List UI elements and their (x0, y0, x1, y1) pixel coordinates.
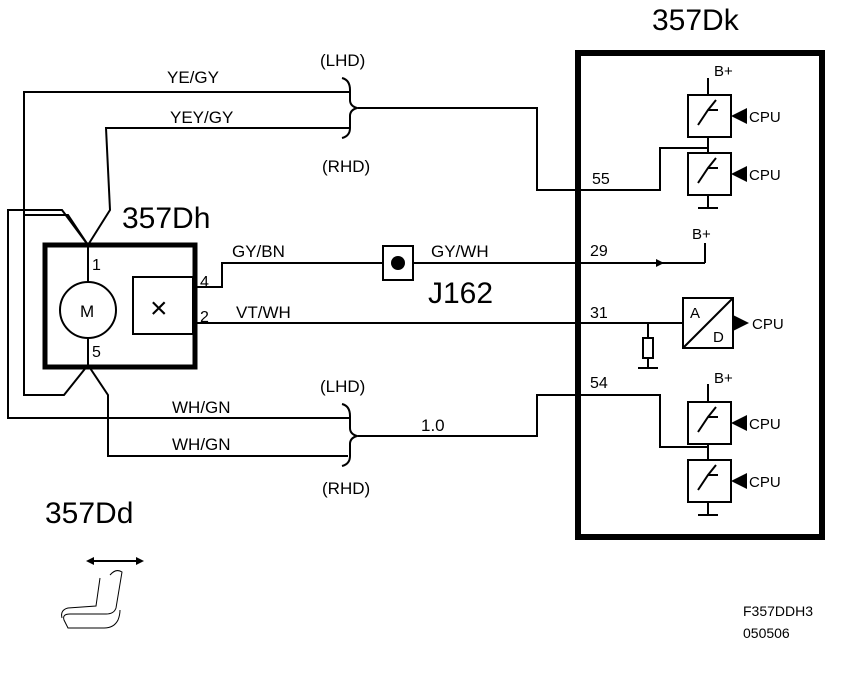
lhd-bottom-label: (LHD) (320, 377, 365, 396)
wire-yey-gy: YEY/GY (170, 108, 233, 127)
figure-date: 050506 (743, 625, 790, 641)
bplus-bottom: B+ (714, 370, 733, 387)
motor-pin-4: 4 (200, 274, 209, 291)
bottom-driver-pair: B+ CPU CPU (687, 370, 781, 516)
top-driver-pair: B+ CPU CPU (687, 63, 781, 209)
bplus-top: B+ (714, 63, 733, 80)
wire-size: 1.0 (421, 416, 445, 435)
pin-29: 29 (590, 243, 608, 260)
bplus-29: B+ (692, 226, 711, 243)
motor-unit-label: 357Dh (122, 202, 210, 235)
lhd-top-label: (LHD) (320, 51, 365, 70)
cpu-top-1: CPU (749, 109, 781, 126)
position-sensor-box (132, 276, 194, 335)
rhd-bottom-label: (RHD) (322, 479, 370, 498)
cpu-top-2: CPU (749, 167, 781, 184)
pin-54: 54 (590, 375, 608, 392)
seat-diagram-label: 357Dd (45, 497, 133, 530)
bottom-variant-brace (341, 403, 361, 467)
control-unit-label: 357Dk (652, 4, 740, 37)
cpu-bottom-2: CPU (749, 474, 781, 491)
wire-ye-gy: YE/GY (167, 68, 219, 87)
motor-pin-1: 1 (92, 257, 101, 274)
wire-vt-wh: VT/WH (236, 303, 291, 322)
motor-letter: M (80, 302, 94, 321)
pulldown-resistor (642, 337, 654, 359)
pin-31: 31 (590, 305, 608, 322)
wire-gy-wh: GY/WH (431, 242, 489, 261)
top-variant-brace (341, 77, 361, 139)
motor-pin-5: 5 (92, 344, 101, 361)
motor-pin-2: 2 (200, 309, 209, 326)
connector-j162-label: J162 (428, 277, 493, 310)
wire-wh-gn-upper: WH/GN (172, 398, 231, 417)
position-sensor-symbol: × (150, 292, 168, 325)
adc-a: A (690, 305, 700, 322)
cpu-bottom-1: CPU (749, 416, 781, 433)
wire-wh-gn-lower: WH/GN (172, 435, 231, 454)
adc-cpu: CPU (752, 316, 784, 333)
rhd-top-label: (RHD) (322, 157, 370, 176)
control-unit-box (575, 50, 825, 540)
figure-id: F357DDH3 (743, 603, 813, 619)
pin-55: 55 (592, 171, 610, 188)
motor-unit-box (42, 242, 198, 370)
wire-gy-bn: GY/BN (232, 242, 285, 261)
adc-d: D (713, 329, 724, 346)
seat-icon (61, 557, 144, 629)
